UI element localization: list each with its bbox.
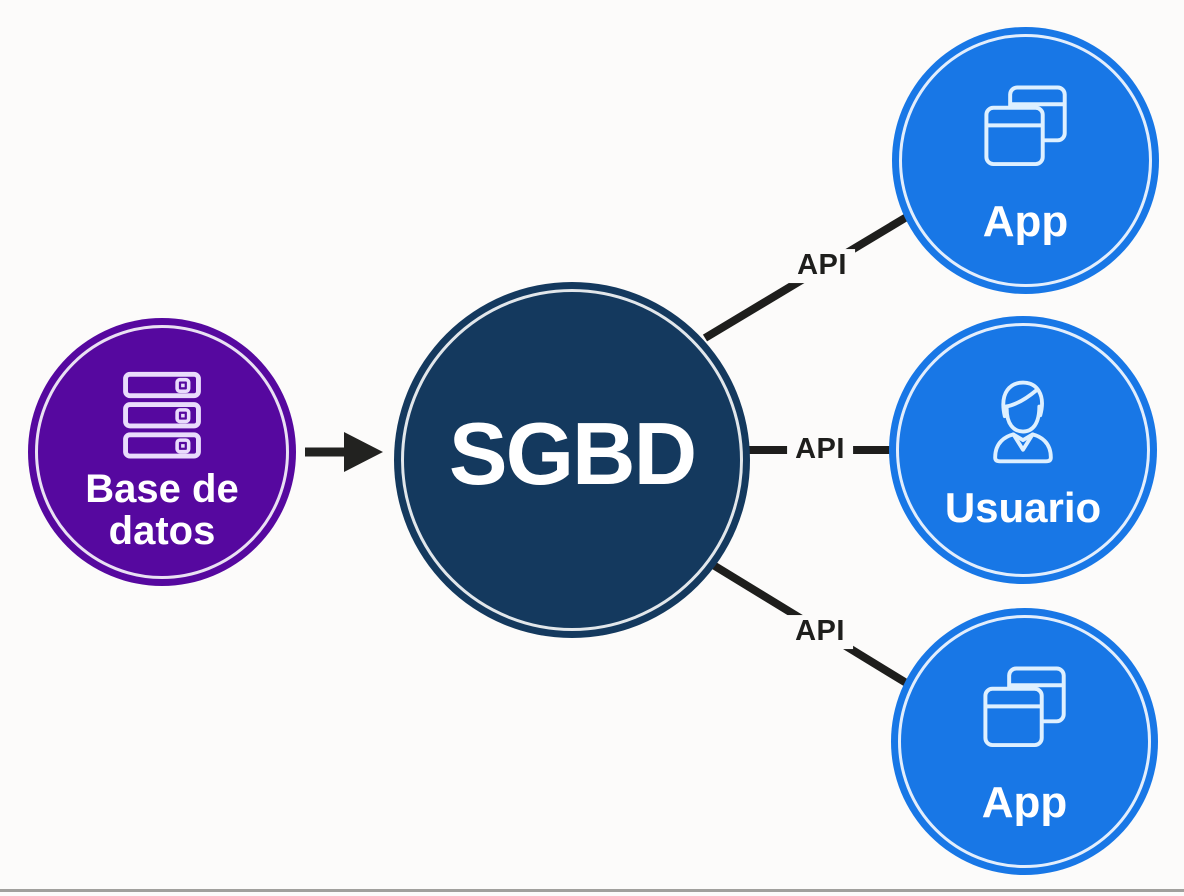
node-usuario: Usuario — [889, 316, 1157, 584]
node-app-bottom: App — [891, 608, 1158, 875]
app-windows-icon — [982, 83, 1070, 178]
node-sgbd: SGBD — [394, 282, 750, 638]
arrow-head-icon — [344, 432, 383, 472]
node-database: Base de datos — [28, 318, 296, 586]
node-app-top: App — [892, 27, 1159, 294]
node-sgbd-label: SGBD — [448, 403, 697, 503]
app-windows-icon — [981, 664, 1069, 759]
api-label-bottom: API — [787, 615, 853, 649]
node-usuario-label: Usuario — [944, 484, 1102, 531]
node-app-top-label: App — [982, 197, 1069, 246]
node-app-bottom-label: App — [981, 778, 1068, 827]
arrow-database-to-sgbd — [305, 432, 383, 472]
api-label-middle: API — [787, 433, 853, 467]
bottom-edge-line — [0, 889, 1184, 892]
api-label-top: API — [789, 249, 855, 283]
node-database-label: Base de datos — [85, 467, 239, 553]
user-icon — [975, 372, 1071, 473]
server-stack-icon — [122, 370, 202, 469]
